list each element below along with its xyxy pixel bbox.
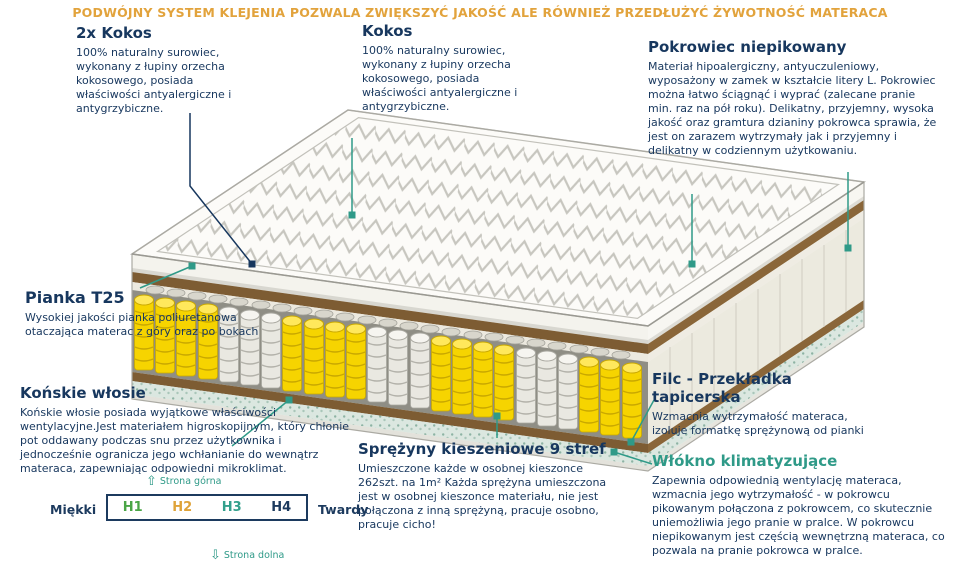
note-2x-kokos-title: 2x Kokos bbox=[76, 24, 152, 42]
bottom-side-note: ⇩Strona dolna bbox=[210, 548, 284, 563]
note-pokrowiec-title: Pokrowiec niepikowany bbox=[648, 38, 847, 56]
top-side-note: ⇧Strona górna bbox=[146, 474, 221, 489]
note-wlokno-title: Włókno klimatyzujące bbox=[652, 452, 838, 470]
note-pokrowiec: Pokrowiec niepikowany Materiał hipoalerg… bbox=[648, 38, 942, 159]
note-konskie-wlosie-body: Końskie włosie posiada wyjątkowe właściw… bbox=[20, 406, 350, 476]
top-cover-quilted bbox=[129, 109, 867, 327]
top-side-label: Strona górna bbox=[159, 476, 222, 487]
bottom-side-label: Strona dolna bbox=[223, 550, 285, 561]
down-arrow-icon: ⇩ bbox=[210, 548, 221, 563]
note-sprezyny-title: Sprężyny kieszeniowe 9 stref bbox=[358, 440, 606, 458]
climate-fiber-layer bbox=[132, 381, 648, 466]
hardness-level-h1: H1 bbox=[122, 500, 143, 515]
kokos-layer-top bbox=[132, 272, 648, 354]
note-2x-kokos-body: 100% naturalny surowiec, wykonany z łupi… bbox=[76, 46, 232, 116]
note-wlokno-body: Zapewnia odpowiednią wentylację materaca… bbox=[652, 474, 945, 558]
note-filc-body: Wzmacnia wytrzymałość materaca, izoluje … bbox=[652, 410, 864, 438]
hardness-level-h4: H4 bbox=[271, 500, 292, 515]
note-kokos: Kokos 100% naturalny surowiec, wykonany … bbox=[362, 22, 540, 114]
up-arrow-icon: ⇧ bbox=[146, 474, 157, 489]
hardness-scale: H1 H2 H3 H4 bbox=[106, 494, 308, 521]
note-filc: Filc - Przekładka tapicerska Wzmacnia wy… bbox=[652, 370, 864, 438]
note-sprezyny-body: Umieszczone każde w osobnej kieszonce 26… bbox=[358, 462, 607, 532]
note-wlokno: Włókno klimatyzujące Zapewnia odpowiedni… bbox=[652, 452, 952, 558]
note-kokos-title: Kokos bbox=[362, 22, 413, 40]
connector-lines bbox=[139, 113, 852, 465]
hardness-level-h2: H2 bbox=[172, 500, 193, 515]
note-sprezyny: Sprężyny kieszeniowe 9 stref Umieszczone… bbox=[358, 440, 616, 532]
note-konskie-wlosie: Końskie włosie Końskie włosie posiada wy… bbox=[20, 384, 354, 476]
scale-soft-label: Miękki bbox=[50, 502, 97, 517]
note-pianka-title: Pianka T25 bbox=[25, 288, 125, 307]
note-konskie-wlosie-title: Końskie włosie bbox=[20, 384, 146, 402]
note-pokrowiec-body: Materiał hipoalergiczny, antyuczuleniowy… bbox=[648, 60, 937, 158]
scale-hard-label: Twardy bbox=[318, 502, 369, 517]
hardness-level-h3: H3 bbox=[221, 500, 242, 515]
right-side-face bbox=[648, 182, 864, 471]
note-2x-kokos: 2x Kokos 100% naturalny surowiec, wykona… bbox=[76, 24, 240, 116]
note-kokos-body: 100% naturalny surowiec, wykonany z łupi… bbox=[362, 44, 518, 114]
pocket-tops bbox=[145, 285, 631, 360]
page-title: PODWÓJNY SYSTEM KLEJENIA POZWALA ZWIĘKSZ… bbox=[72, 5, 888, 20]
note-pianka: Pianka T25 Wysokiej jakości pianka poliu… bbox=[25, 288, 265, 339]
note-filc-title: Filc - Przekładka tapicerska bbox=[652, 370, 792, 406]
kokos-layer-bottom bbox=[132, 372, 648, 453]
note-pianka-body: Wysokiej jakości pianka poliuretanowa ot… bbox=[25, 311, 259, 339]
